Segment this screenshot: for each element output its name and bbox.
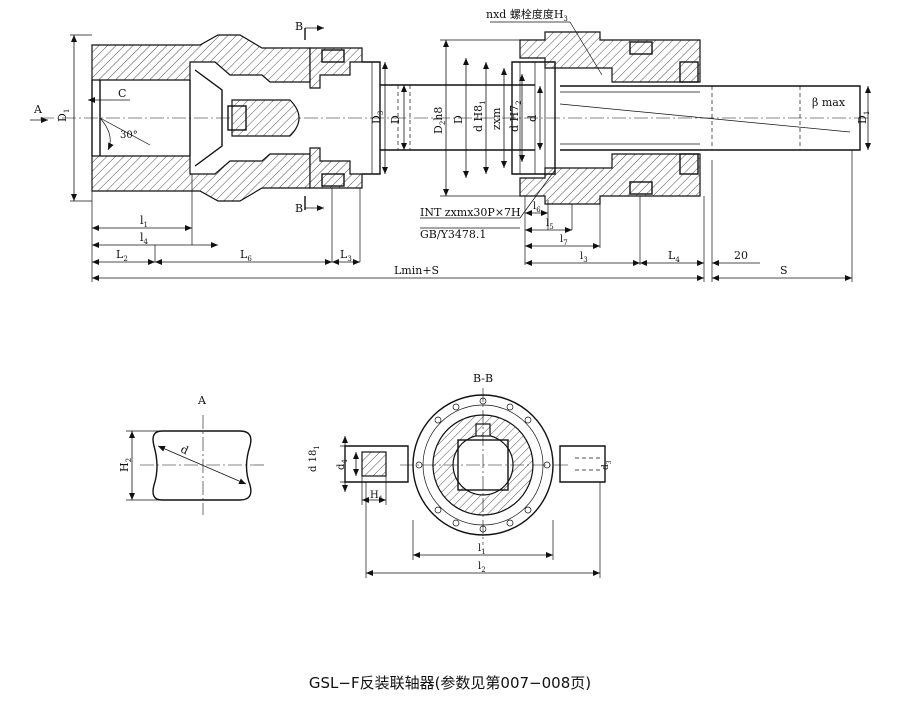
dim-l1-left: l1 (140, 214, 148, 229)
figure-caption: GSL−F反装联轴器(参数见第007−008页) (308, 674, 592, 692)
label-c: C (118, 87, 126, 100)
bb-l2: l2 (478, 561, 486, 574)
cover-plate (362, 61, 381, 175)
bb-d4: d4 (336, 459, 349, 470)
dim-l5: l5 (546, 218, 554, 231)
callout-spline-2: GB/Y3478.1 (420, 228, 486, 241)
label-d-right: D (452, 115, 465, 124)
right-end-ring-top (679, 61, 699, 83)
label-b-top: B (295, 20, 303, 33)
dim-l4: l4 (140, 231, 149, 246)
view-a: A H2 d (118, 394, 265, 515)
dim-l6-big: L6 (240, 248, 252, 263)
dim-l6: l6 (533, 201, 541, 214)
dim-s: S (780, 264, 788, 277)
section-bb-title: B-B (473, 372, 493, 385)
dim-twenty: 20 (734, 249, 748, 262)
dim-l4-big: L4 (668, 249, 680, 264)
label-a-arrow: A (33, 103, 43, 116)
label-angle: 30° (120, 130, 138, 141)
dim-l2: L2 (116, 248, 128, 263)
hub-cone (194, 69, 223, 167)
view-a-title: A (197, 394, 207, 407)
label-dh8: d H81 (472, 100, 487, 132)
label-d-mid: D (389, 115, 402, 124)
dim-l3-big: L3 (340, 248, 352, 263)
inner-screw-head (227, 105, 247, 131)
section-bb: B-B (308, 372, 613, 578)
beta-line (559, 103, 851, 133)
label-d-small: d (526, 115, 539, 122)
spline-sleeve (511, 61, 556, 175)
callout-spline-1: INT zxmx30P×7H (420, 206, 521, 219)
right-end-ring-bottom (679, 153, 699, 175)
dim-l3: l3 (580, 251, 588, 264)
view-a-profile (152, 430, 252, 501)
label-d1-left: D1 (56, 109, 71, 122)
left-hub-upper (91, 34, 311, 83)
label-d3: D3 (370, 111, 385, 124)
label-d1-right: D1 (856, 111, 871, 124)
right-hub-lower (519, 153, 701, 205)
bb-d3: d3 (601, 460, 613, 470)
flange-bolt-bottom (321, 173, 345, 187)
flange-upper (309, 47, 363, 89)
label-b-bottom: B (295, 202, 303, 215)
right-bolt-top (629, 41, 653, 55)
label-d2h8: D2h8 (432, 107, 447, 134)
view-a-d: d (179, 443, 191, 458)
callout-bolt: nxd 螺栓度度H3 (486, 7, 568, 23)
bb-lug-right (559, 445, 606, 483)
label-dh7: d H72 (508, 100, 523, 132)
view-a-h2: H2 (118, 458, 133, 472)
right-shaft (560, 85, 861, 151)
main-view: B B A nxd 螺栓度度H3 INT zxmx30P×7H GB/Y3478… (30, 7, 871, 282)
bb-d18: d 181 (308, 445, 321, 472)
bb-h1: H1 (370, 490, 383, 503)
label-beta: β max (812, 96, 846, 109)
flange-lower (309, 147, 363, 189)
inner-screw (231, 99, 300, 137)
right-hub-upper (519, 31, 701, 83)
dim-lmin: Lmin+S (394, 264, 439, 277)
dim-l7: l7 (560, 234, 568, 247)
flange-bolt-top (321, 49, 345, 63)
right-bolt-bottom (629, 181, 653, 195)
bb-l1: l1 (478, 543, 486, 556)
label-zxm: zxm (490, 107, 503, 130)
